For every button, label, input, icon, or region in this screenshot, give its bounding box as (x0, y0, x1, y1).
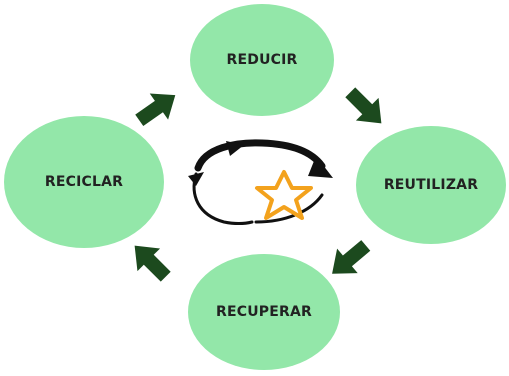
node-reutilizar: REUTILIZAR (356, 126, 506, 244)
node-reducir-label: REDUCIR (226, 52, 298, 68)
arrow-icon-reutilizar-to-recuperar (332, 240, 371, 274)
arrow-icon-recuperar-to-reciclar (134, 245, 171, 282)
recycle-cycle-star-icon (188, 139, 333, 225)
node-reducir: REDUCIR (190, 4, 334, 116)
node-recuperar: RECUPERAR (188, 254, 340, 370)
arrow-icon-reducir-to-reutilizar (345, 87, 382, 124)
node-reutilizar-label: REUTILIZAR (383, 177, 479, 193)
node-reciclar-label: RECICLAR (44, 174, 124, 190)
arrow-icon-reciclar-to-reducir (135, 93, 176, 127)
node-recuperar-label: RECUPERAR (215, 304, 312, 320)
node-reciclar: RECICLAR (4, 116, 164, 248)
